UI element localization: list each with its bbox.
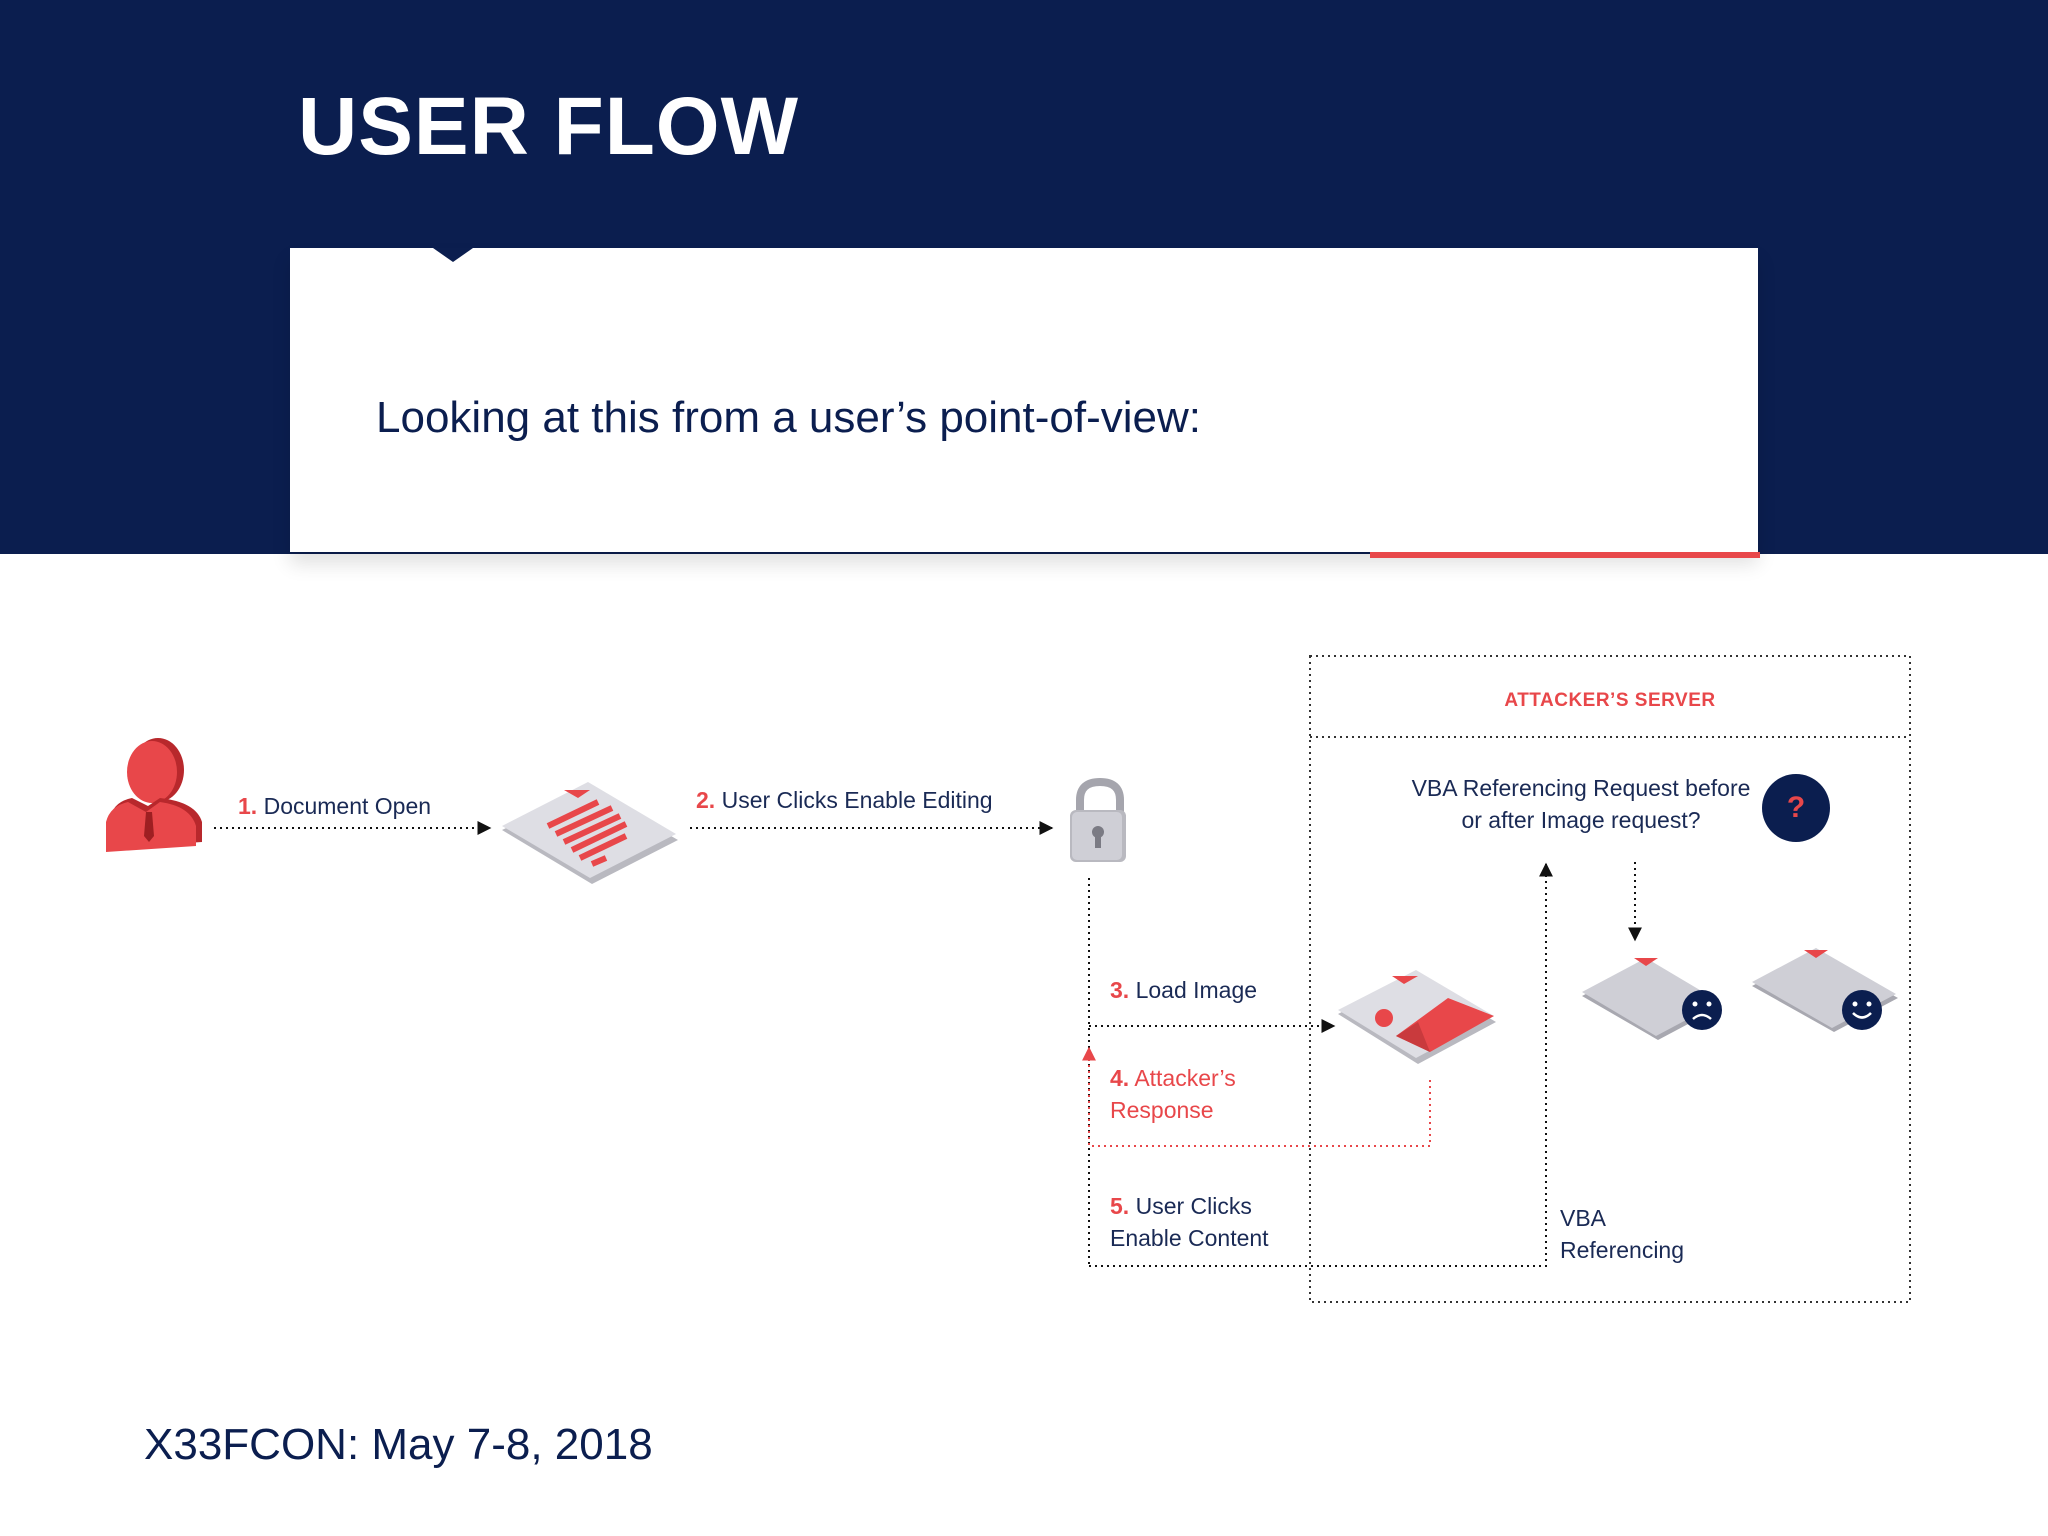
- step-2-text: User Clicks Enable Editing: [721, 787, 993, 813]
- subtitle-text: Looking at this from a user’s point-of-v…: [376, 393, 1201, 442]
- arrow-step-4: [1082, 1046, 1431, 1147]
- happy-envelope-icon: [1752, 948, 1898, 1032]
- slide-title: USER FLOW: [298, 81, 799, 172]
- server-title: ATTACKER’S SERVER: [1504, 690, 1716, 711]
- step-5-number: 5.: [1110, 1193, 1130, 1219]
- server-box: [1309, 655, 1911, 1303]
- step-5-text-line1: User Clicks: [1135, 1193, 1252, 1219]
- step-3-label: 3. Load Image: [1110, 974, 1257, 1006]
- step-5-text-line2: Enable Content: [1110, 1225, 1269, 1252]
- step-4-text-line2: Response: [1110, 1097, 1214, 1124]
- vba-question-line1: VBA Referencing Request before: [1411, 775, 1751, 801]
- step-3-text: Load Image: [1135, 977, 1258, 1003]
- card-accent-bar: [1370, 552, 1760, 558]
- subtitle-card: [290, 248, 1758, 552]
- card-notch: [433, 248, 473, 262]
- user-icon: [106, 738, 202, 852]
- step-1-label: 1. Document Open: [238, 790, 431, 822]
- step-2-label: 2. User Clicks Enable Editing: [696, 784, 993, 816]
- sad-envelope-icon: [1582, 958, 1722, 1040]
- vba-question-line2: or after Image request?: [1461, 807, 1701, 834]
- step-3-number: 3.: [1110, 977, 1130, 1003]
- step-4-text-line1: Attacker’s: [1134, 1065, 1236, 1091]
- step-5-label: 5. User Clicks Enable Content: [1110, 1190, 1269, 1254]
- question-badge-icon: ?: [1762, 774, 1830, 842]
- vba-referencing-line1: VBA: [1560, 1205, 1607, 1231]
- step-1-text: Document Open: [263, 793, 432, 819]
- footer-conference-date: X33FCON: May 7-8, 2018: [144, 1420, 653, 1469]
- lock-icon: [1070, 777, 1126, 862]
- step-4-label: 4. Attacker’s Response: [1110, 1062, 1236, 1126]
- vba-referencing-label: VBA Referencing: [1560, 1202, 1684, 1266]
- image-envelope-icon: [1338, 970, 1496, 1064]
- vba-question-text: VBA Referencing Request before or after …: [1356, 772, 1806, 836]
- step-1-number: 1.: [238, 793, 258, 819]
- step-4-number: 4.: [1110, 1065, 1130, 1091]
- document-icon: [502, 782, 678, 884]
- step-2-number: 2.: [696, 787, 716, 813]
- vba-referencing-line2: Referencing: [1560, 1237, 1685, 1264]
- arrow-step-5: [1089, 862, 1553, 1267]
